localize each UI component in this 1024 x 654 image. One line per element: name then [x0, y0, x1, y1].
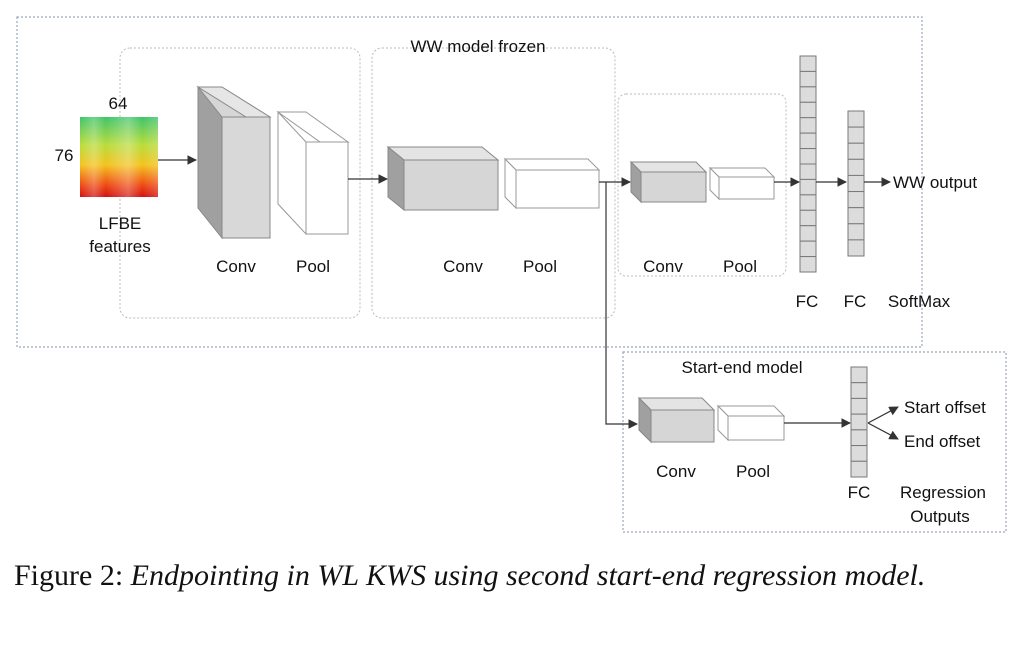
- fc-cell: [847, 126, 865, 144]
- conv3-label: Conv: [643, 257, 683, 276]
- fc-cell: [799, 209, 817, 227]
- outer-box-title: WW model frozen: [410, 37, 545, 56]
- fc1-label: FC: [796, 292, 819, 311]
- input-height-label: 76: [55, 146, 74, 165]
- pool1-label: Pool: [296, 257, 330, 276]
- input-label-line2: features: [89, 237, 150, 256]
- fc-layer-1: [799, 55, 817, 273]
- fc-cell: [799, 70, 817, 88]
- fc-cell: [850, 445, 868, 462]
- fc-cell: [847, 239, 865, 257]
- conv-layer-2: [386, 145, 500, 212]
- fc-cell: [847, 142, 865, 160]
- start-end-title: Start-end model: [682, 358, 803, 377]
- fc-cell: [799, 132, 817, 150]
- fc-cell: [799, 117, 817, 134]
- fc-layer-2: [847, 110, 865, 257]
- arrow-to-start-offset: [867, 406, 899, 424]
- start-offset-label: Start offset: [904, 398, 986, 417]
- start-end-conv-label: Conv: [656, 462, 696, 481]
- softmax-label: SoftMax: [888, 292, 951, 311]
- fc-cell: [799, 101, 817, 119]
- fc-cell: [799, 178, 817, 196]
- start-end-fc-label: FC: [848, 483, 871, 502]
- lfbe-spectrogram-image: [80, 117, 158, 197]
- caption-text: Endpointing in WL KWS using second start…: [130, 559, 926, 592]
- fc-cell: [847, 158, 865, 176]
- caption-prefix: Figure 2:: [14, 559, 124, 592]
- fc-layer-start-end: [850, 366, 868, 478]
- fc-cell: [799, 240, 817, 258]
- pool2-label: Pool: [523, 257, 557, 276]
- fc-cell: [847, 207, 865, 225]
- arrow-branch-to-start-end: [605, 182, 638, 429]
- pool-layer-3: [708, 166, 776, 201]
- fc-cell: [799, 86, 817, 103]
- arrows: [158, 155, 899, 440]
- fc-cell: [847, 174, 865, 193]
- conv-layer-3: [629, 160, 708, 204]
- fc-cell: [850, 366, 868, 384]
- input-label-line1: LFBE: [99, 214, 142, 233]
- fc-cell: [847, 110, 865, 128]
- fc-cell: [850, 382, 868, 399]
- start-end-pool-label: Pool: [736, 462, 770, 481]
- fc-cell: [850, 413, 868, 431]
- fc-cell: [847, 223, 865, 241]
- regression-label-line2: Outputs: [910, 507, 970, 526]
- ww-output-label: WW output: [893, 173, 977, 192]
- arrow-to-end-offset: [867, 422, 899, 440]
- end-offset-label: End offset: [904, 432, 981, 451]
- ww-model-frame: [16, 16, 923, 348]
- conv1-label: Conv: [216, 257, 256, 276]
- fc-cell: [850, 429, 868, 447]
- regression-label-line1: Regression: [900, 483, 986, 502]
- fc-cell: [799, 148, 817, 165]
- conv-layer-1: [196, 85, 272, 240]
- fc-cell: [850, 397, 868, 415]
- fc-cell: [799, 194, 817, 211]
- conv2-label: Conv: [443, 257, 483, 276]
- conv-layer-start-end: [637, 396, 716, 444]
- start-end-frame: [622, 351, 1007, 533]
- input-width-label: 64: [109, 94, 128, 113]
- fc-cell: [799, 256, 817, 273]
- fc-cell: [799, 163, 817, 180]
- conv-block-3-frame: [617, 93, 787, 277]
- fc2-label: FC: [844, 292, 867, 311]
- pool-layer-1: [276, 110, 350, 236]
- fc-cell: [799, 55, 817, 72]
- fc-cell: [799, 225, 817, 242]
- pool-layer-start-end: [716, 404, 786, 442]
- fc-cell: [850, 460, 868, 478]
- fc-cell: [847, 191, 865, 209]
- figure-caption: Figure 2: Endpointing in WL KWS using se…: [14, 557, 1014, 595]
- pool-layer-2: [503, 157, 601, 210]
- pool3-label: Pool: [723, 257, 757, 276]
